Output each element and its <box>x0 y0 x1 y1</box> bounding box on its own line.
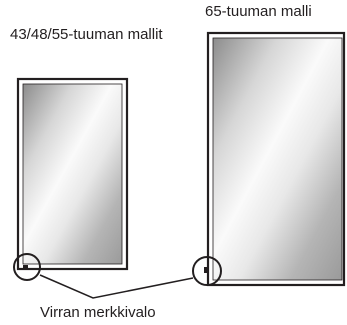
large-display-screen <box>212 37 343 281</box>
small-display-screen <box>22 83 123 265</box>
power-indicator-label: Virran merkkivalo <box>40 304 156 321</box>
small-models-label: 43/48/55-tuuman mallit <box>10 26 163 43</box>
small-display <box>16 77 129 271</box>
large-power-indicator-callout <box>192 256 222 286</box>
small-power-indicator-icon <box>23 265 28 268</box>
small-power-indicator-callout <box>13 253 41 281</box>
large-power-indicator-icon <box>204 267 207 273</box>
large-model-label: 65-tuuman malli <box>205 3 312 20</box>
indicator-leader-line <box>39 274 194 299</box>
large-display <box>206 31 346 287</box>
